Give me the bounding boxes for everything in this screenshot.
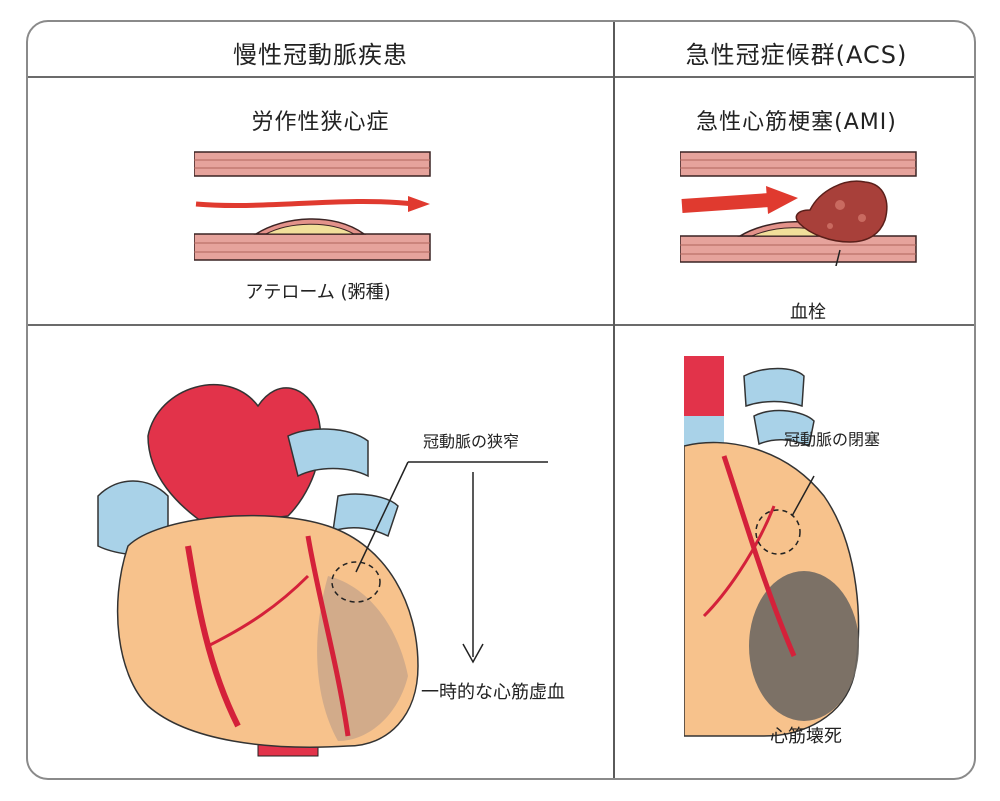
ischemia-callout-lines [355,461,548,664]
ischemia-label: 一時的な心筋虚血 [421,682,565,703]
angina-title: 労作性狭心症 [251,110,390,135]
comparison-table: 慢性冠動脈疾患 急性冠症候群(ACS) 労作性狭心症 急性心筋梗塞(AMI) ア… [26,20,976,780]
atheroma-label: アテローム (粥種) [245,282,391,303]
heart-ischemia-illustration [97,383,419,757]
header-divider [28,76,974,78]
ami-title: 急性心筋梗塞(AMI) [696,110,897,135]
header-chronic: 慢性冠動脈疾患 [233,41,408,69]
necrosis-area [749,571,859,721]
stenosis-label: 冠動脈の狭窄 [423,432,520,451]
stenosis-marker [331,561,381,603]
occlusion-label: 冠動脈の閉塞 [784,430,881,449]
stable-plaque-artery [194,151,431,261]
occlusion-marker [755,509,801,555]
down-arrow-icon [462,643,484,664]
flow-arrow-icon [408,196,430,212]
thrombus-artery [680,151,917,266]
header-acute: 急性冠症候群(ACS) [685,41,908,69]
thrombus-label: 血栓 [790,302,826,323]
necrosis-label: 心筋壊死 [770,726,842,747]
row-divider [28,324,974,326]
column-divider [613,22,615,778]
flow-arrow-icon [766,186,798,214]
heart-infarction-illustration [684,356,860,737]
